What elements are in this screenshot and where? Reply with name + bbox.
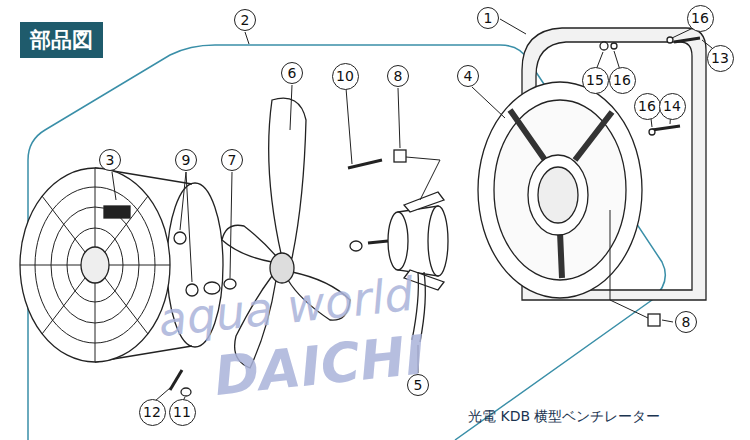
callout-number: 15 <box>586 73 604 87</box>
callout-number: 4 <box>464 69 473 83</box>
callout-number: 8 <box>682 315 691 329</box>
callout-circle: 8 <box>387 65 409 87</box>
callout-circle: 8 <box>675 311 697 333</box>
callout-number: 16 <box>691 11 709 25</box>
callout-number: 14 <box>663 99 681 113</box>
callout-number: 9 <box>182 153 191 167</box>
callout-number: 1 <box>484 11 493 25</box>
callout-circle: 16 <box>609 67 636 94</box>
callout-number: 5 <box>414 378 423 392</box>
callout-circle: 5 <box>407 374 429 396</box>
callout-circle: 10 <box>332 63 359 90</box>
callout-number: 3 <box>106 153 115 167</box>
caption: 光電 KDB 横型ベンチレーター <box>468 408 660 426</box>
callout-circle: 16 <box>634 93 661 120</box>
callout-number: 11 <box>173 405 191 419</box>
callout-circle: 2 <box>234 9 256 31</box>
callout-circle: 4 <box>457 65 479 87</box>
callout-circle: 12 <box>139 399 166 426</box>
callout-number: 16 <box>613 73 631 87</box>
callout-number: 2 <box>241 13 250 27</box>
callout-number: 8 <box>394 69 403 83</box>
callout-number: 16 <box>638 99 656 113</box>
callout-circle: 3 <box>99 149 121 171</box>
callout-circle: 13 <box>707 45 734 72</box>
callout-number: 7 <box>228 153 237 167</box>
callout-circle: 1 <box>477 7 499 29</box>
title-box: 部品図 <box>20 22 103 58</box>
title: 部品図 <box>30 28 93 52</box>
callout-number: 10 <box>336 69 354 83</box>
callout-circle: 15 <box>582 67 609 94</box>
callout-number: 6 <box>288 66 297 80</box>
callout-circle: 16 <box>687 5 714 32</box>
callout-circle: 7 <box>221 149 243 171</box>
callout-number: 12 <box>143 405 161 419</box>
callout-number: 13 <box>711 51 729 65</box>
callout-circle: 14 <box>659 93 686 120</box>
callout-circle: 9 <box>175 149 197 171</box>
callout-circle: 6 <box>281 62 303 84</box>
callout-circle: 11 <box>169 399 196 426</box>
